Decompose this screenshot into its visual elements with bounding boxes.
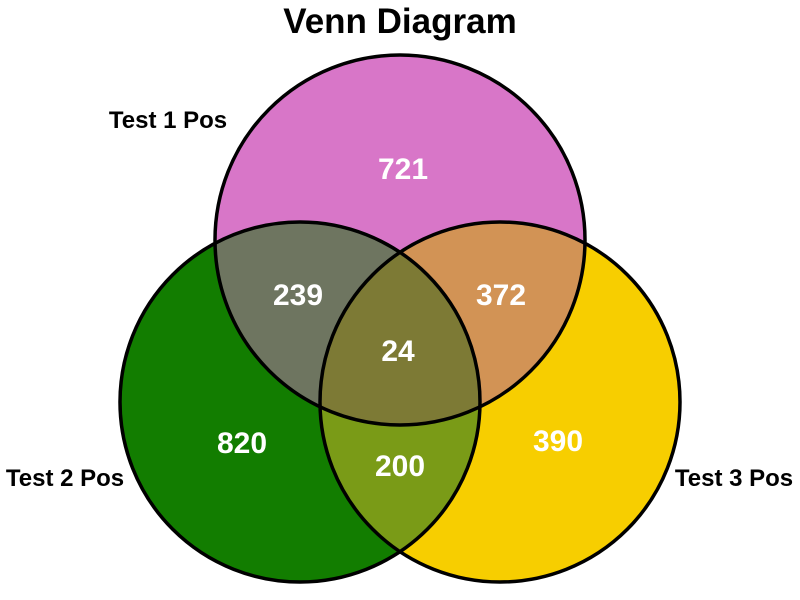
outline-circle-test3 (318, 220, 682, 584)
outline-circle-test2 (118, 220, 482, 584)
set-label-test2-pos: Test 2 Pos (5, 465, 125, 492)
count-label-test1-test3: 372 (475, 279, 527, 312)
count-label-test2-test3: 200 (374, 450, 426, 483)
count-label-test2-only: 820 (216, 427, 268, 460)
count-label-test1-only: 721 (377, 153, 429, 186)
set-label-test3-pos: Test 3 Pos (674, 465, 794, 492)
count-label-triple: 24 (381, 335, 415, 368)
chart-title: Venn Diagram (283, 2, 517, 41)
region-triple-overlap (320, 222, 480, 425)
count-label-test1-test2: 239 (272, 279, 324, 312)
set-label-test1-pos: Test 1 Pos (108, 107, 228, 134)
count-label-test3-only: 390 (532, 425, 584, 458)
outline-circle-test1 (213, 53, 587, 427)
